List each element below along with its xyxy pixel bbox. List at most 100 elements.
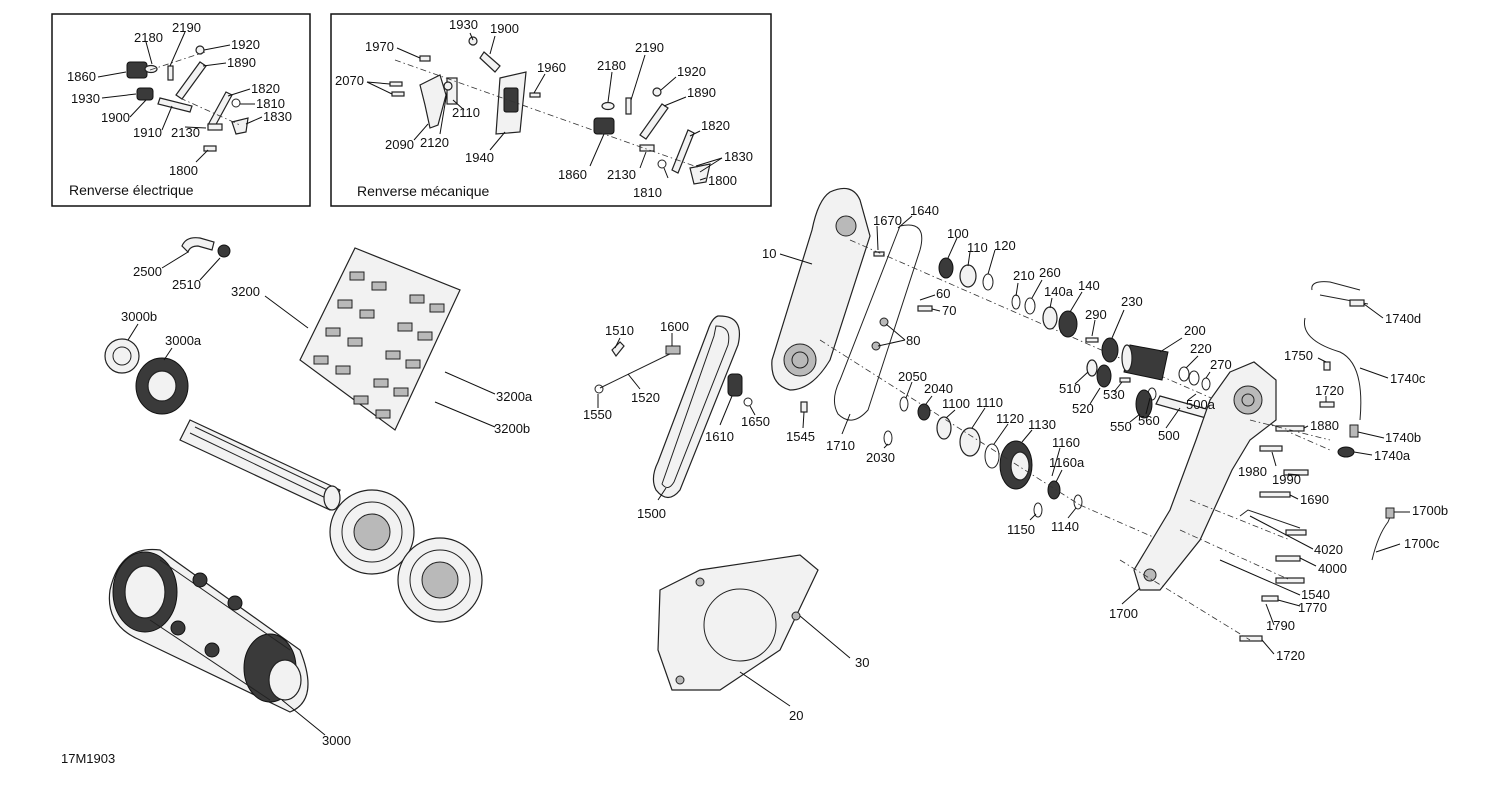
label-2180: 2180 (597, 58, 626, 73)
label-1910: 1910 (133, 125, 162, 140)
label-1930: 1930 (449, 17, 478, 32)
label-20: 20 (789, 708, 803, 723)
label-2040: 2040 (924, 381, 953, 396)
label-2180: 2180 (134, 30, 163, 45)
label-1100: 1100 (942, 396, 970, 411)
part-1690-shape (1259, 491, 1291, 498)
part-2120-shape (443, 81, 453, 91)
label-1640: 1640 (910, 203, 939, 218)
part-1970-shape (419, 55, 431, 62)
gear-cover-group: 210 260 140a 140 290 230 200 220 270 510… (1011, 265, 1448, 663)
label-140a: 140a (1044, 284, 1074, 299)
part-210-shape (1011, 294, 1021, 310)
part-2180-shape (144, 64, 158, 74)
label-1900: 1900 (490, 21, 519, 36)
part-2500-shape (181, 237, 215, 254)
part-2070-shape (391, 91, 405, 97)
part-120-shape (982, 273, 994, 291)
label-270: 270 (1210, 357, 1232, 372)
part-3000b-shape (104, 338, 140, 374)
part-1700b-shape (1385, 507, 1395, 519)
part-100-shape (938, 257, 954, 279)
label-2120: 2120 (420, 135, 449, 150)
label-520: 520 (1072, 401, 1094, 416)
label-1160a: 1160a (1049, 455, 1085, 470)
label-1750: 1750 (1284, 348, 1313, 363)
part-510-shape (1086, 359, 1098, 377)
label-1740a: 1740a (1374, 448, 1411, 463)
label-1810: 1810 (633, 185, 662, 200)
label-2130: 2130 (607, 167, 636, 182)
label-1920: 1920 (231, 37, 260, 52)
label-1860: 1860 (67, 69, 96, 84)
label-1740d: 1740d (1385, 311, 1421, 326)
part-1910-shape (157, 97, 193, 113)
part-1890-shape (639, 103, 669, 140)
label-220: 220 (1190, 341, 1212, 356)
label-1800: 1800 (708, 173, 737, 188)
part-230-shape (1101, 337, 1119, 363)
label-1820: 1820 (251, 81, 280, 96)
label-2190: 2190 (172, 20, 201, 35)
part-1820-shape (671, 129, 695, 174)
part-1150-shape (1033, 502, 1043, 518)
label-1600: 1600 (660, 319, 689, 334)
part-1740b-shape (1349, 424, 1359, 438)
part-3200-shape (299, 247, 461, 431)
label-1510: 1510 (605, 323, 634, 338)
label-2090: 2090 (385, 137, 414, 152)
label-1520: 1520 (631, 390, 660, 405)
part-1810-shape (231, 98, 241, 108)
label-260: 260 (1039, 265, 1061, 280)
part-1740d-shape (1349, 299, 1365, 307)
part-1720-shape (1239, 635, 1263, 642)
label-510: 510 (1059, 381, 1081, 396)
part-1770-shape (1261, 595, 1279, 602)
part-260-shape (1024, 297, 1036, 315)
label-1140: 1140 (1051, 519, 1079, 534)
part-1140-shape (1073, 494, 1083, 510)
part-1750-shape (1323, 361, 1331, 371)
part-1860-shape (593, 117, 615, 135)
part-110-shape (959, 264, 977, 288)
label-1800: 1800 (169, 163, 198, 178)
part-2130-shape (639, 144, 655, 152)
sprocket-2-shape (397, 537, 483, 623)
label-1540: 1540 (1301, 587, 1330, 602)
part-2180-shape (601, 101, 615, 111)
chaincase-group: 1510 1600 1520 1550 1610 1650 1500 10 16… (583, 187, 1331, 723)
label-1960: 1960 (537, 60, 566, 75)
inset-mechanical-caption: Renverse mécanique (357, 183, 490, 199)
label-1120: 1120 (996, 411, 1024, 426)
label-110: 110 (967, 240, 988, 255)
part-220-shape (1178, 366, 1190, 382)
reverse-lever-r-icon (503, 87, 519, 113)
part-2050-shape (899, 396, 909, 412)
part-2090-shape (419, 74, 447, 129)
label-1740c: 1740c (1390, 371, 1426, 386)
label-1650: 1650 (741, 414, 770, 429)
inset-electric-caption: Renverse électrique (69, 182, 194, 198)
part-1720-shape (1319, 401, 1335, 408)
label-1500: 1500 (637, 506, 666, 521)
label-2110: 2110 (452, 105, 480, 120)
label-1900: 1900 (101, 110, 130, 125)
label-530: 530 (1103, 387, 1125, 402)
part-1930-shape (136, 87, 154, 101)
label-1940: 1940 (465, 150, 494, 165)
part-1890-shape (175, 61, 207, 100)
label-1610: 1610 (705, 429, 734, 444)
part-20-shape (657, 554, 819, 691)
inset-electric-frame (51, 13, 311, 207)
label-1720: 1720 (1276, 648, 1305, 663)
inset-electric-reverse: 2180 2190 1920 1890 1860 1930 1820 1810 … (51, 13, 311, 207)
label-2050: 2050 (898, 369, 927, 384)
label-1990: 1990 (1272, 472, 1301, 487)
label-1830: 1830 (724, 149, 753, 164)
label-1160: 1160 (1052, 435, 1080, 450)
part-1830-shape (231, 117, 249, 135)
label-1550: 1550 (583, 407, 612, 422)
part-140-shape (1058, 310, 1078, 338)
axis-line (179, 97, 241, 126)
label-3200a: 3200a (496, 389, 533, 404)
